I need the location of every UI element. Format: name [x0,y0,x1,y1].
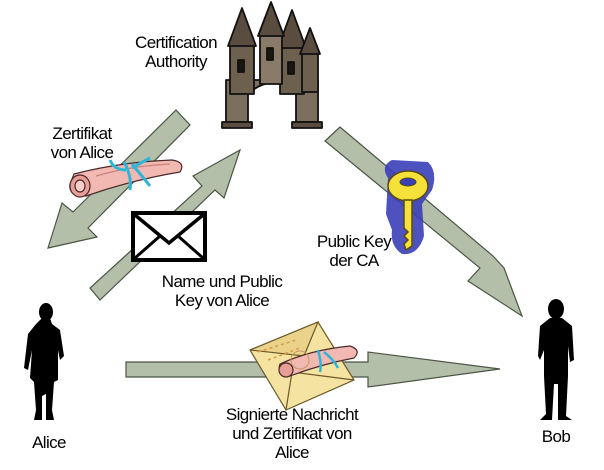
label-bob: Bob [541,427,571,446]
woman-silhouette-icon [24,303,64,420]
label-zertifikat-von-alice: Zertifikat von Alice [50,124,114,162]
signed-envelope-icon [249,320,358,411]
label-alice: Alice [32,433,66,452]
label-signierte-nachricht: Signierte Nachricht und Zertifikat von A… [225,405,359,462]
label-name-und-public-key: Name und Public Key von Alice [161,272,283,310]
label-public-key-der-ca: Public Key der CA [316,232,392,270]
certificate-scroll-icon [69,156,183,198]
arrow-ca-to-bob [324,126,524,318]
key-icon [384,160,435,255]
castle-icon [221,1,323,129]
man-silhouette-icon [538,299,574,420]
envelope-icon [131,211,207,262]
label-certification-authority: Certification Authority [135,33,218,71]
